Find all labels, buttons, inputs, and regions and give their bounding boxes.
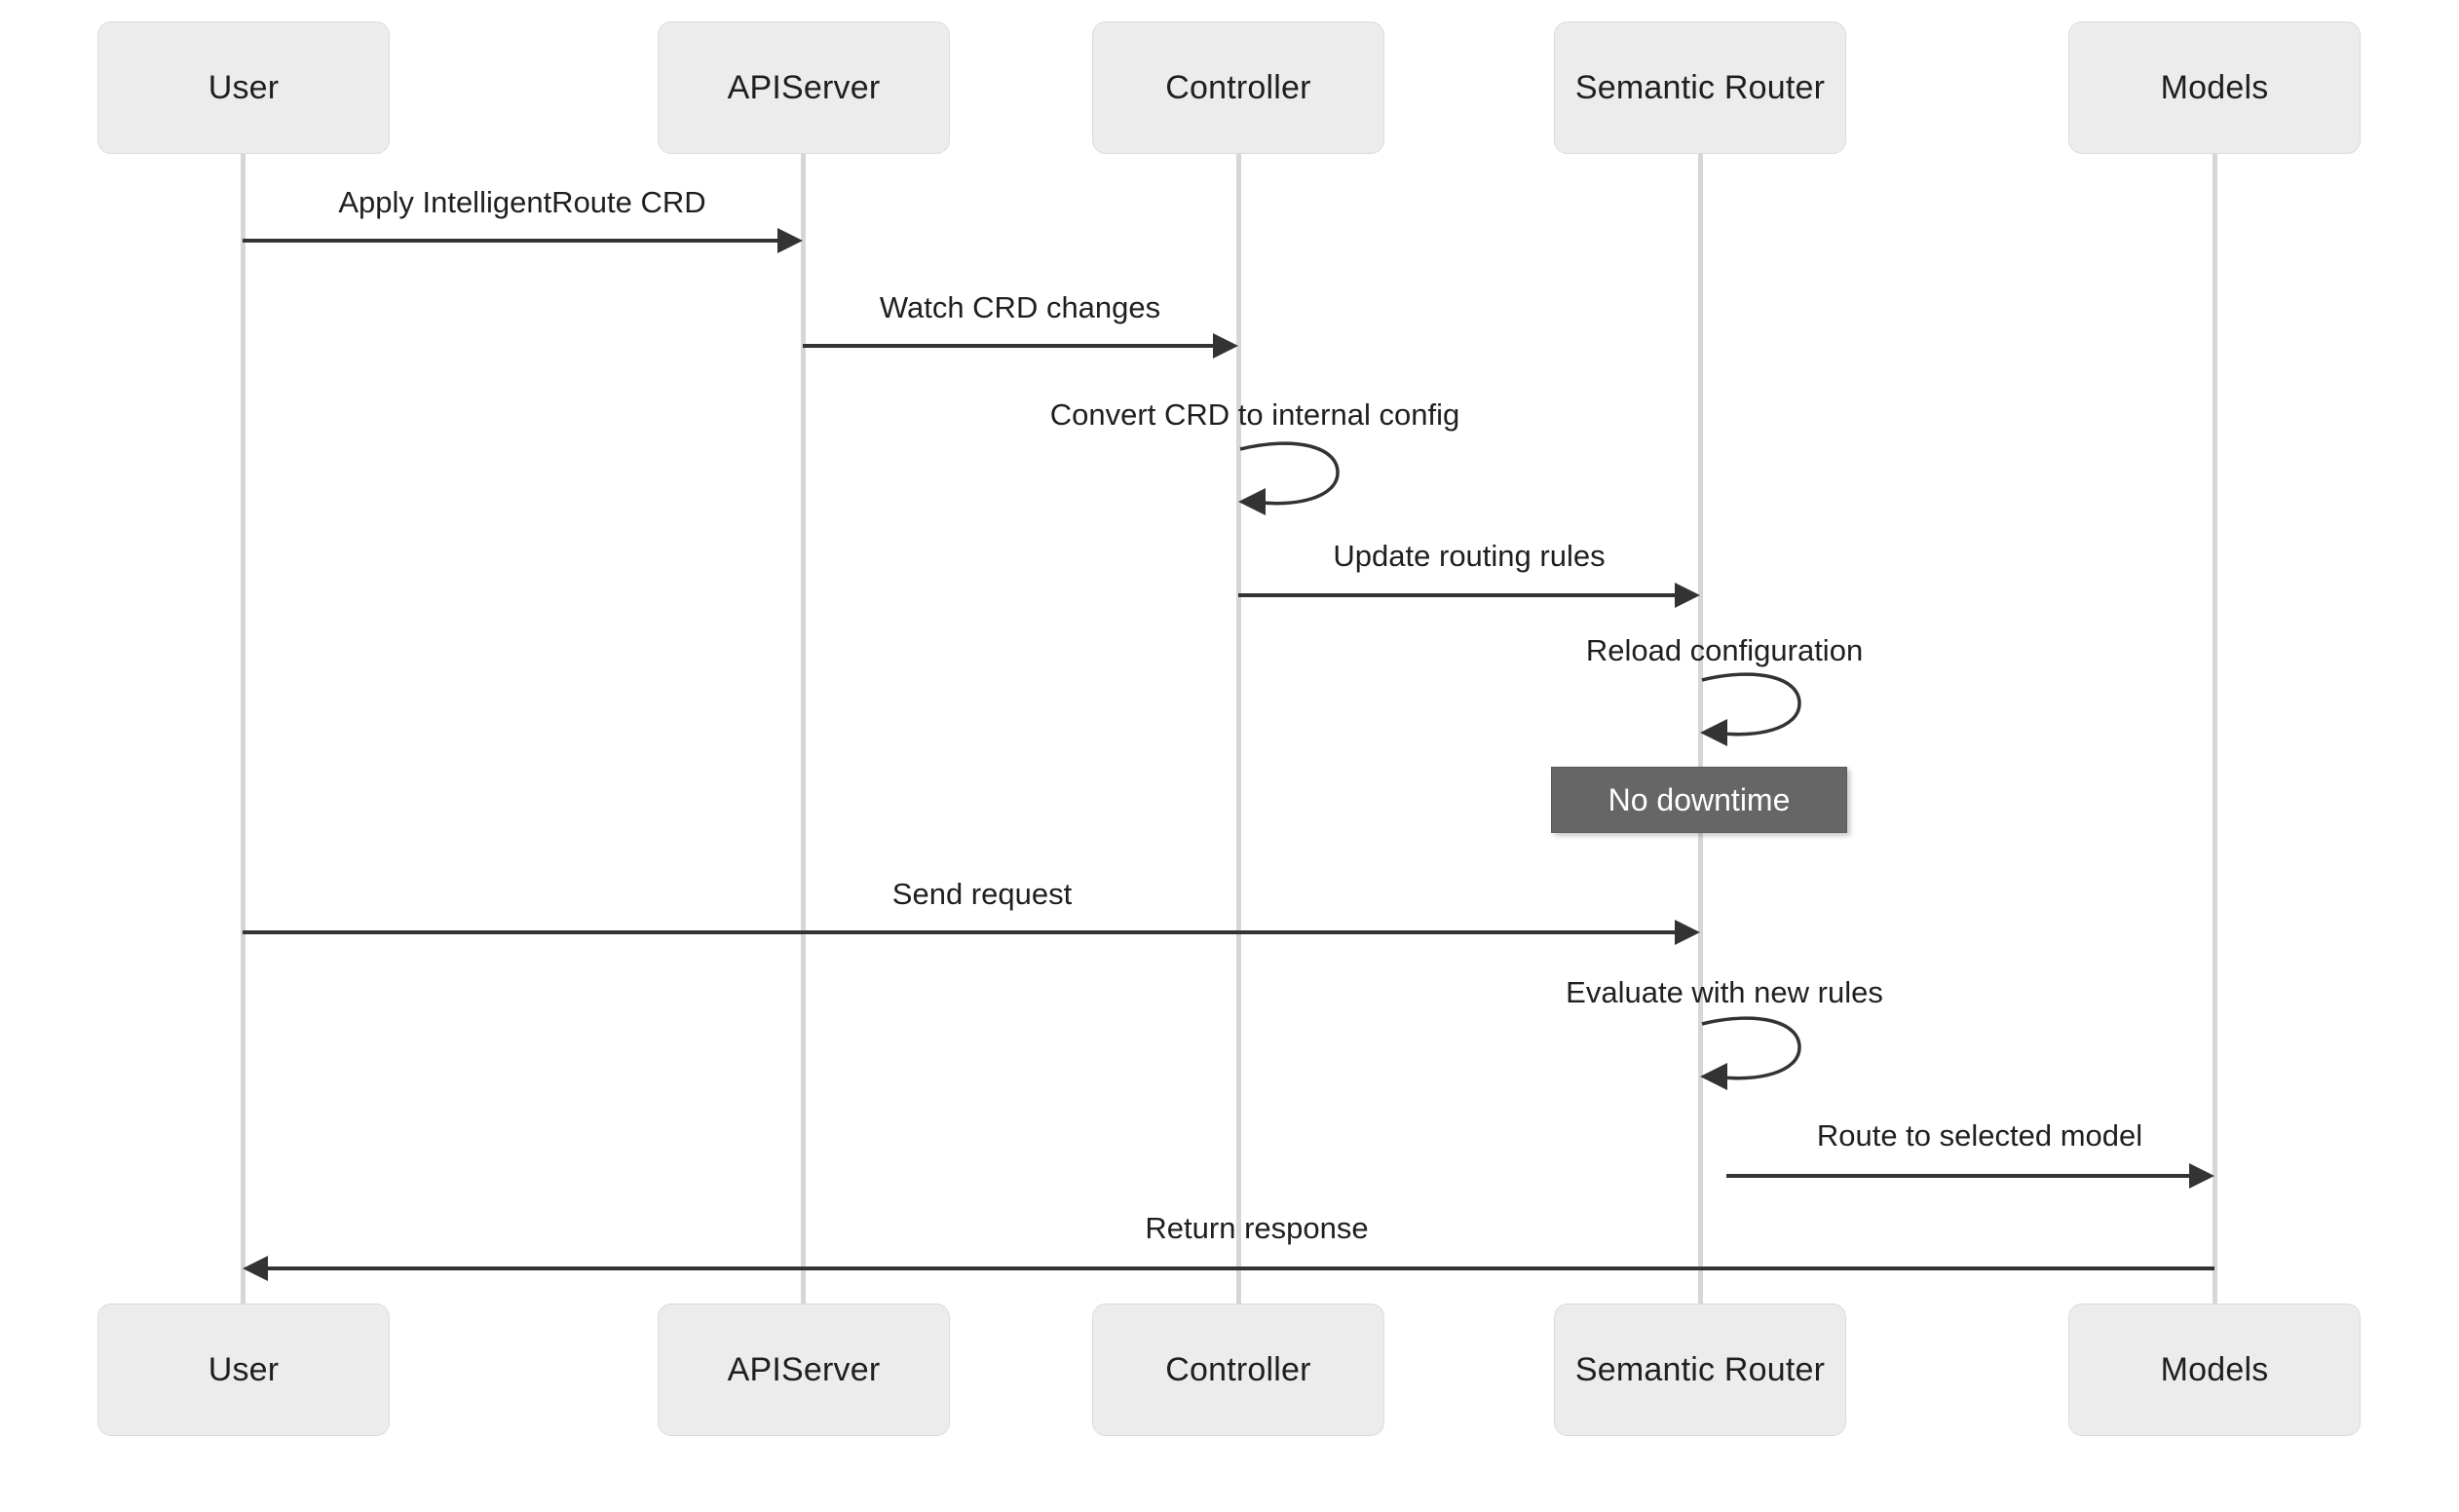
arrow-line bbox=[243, 239, 777, 243]
participant-bottom-router[interactable]: Semantic Router bbox=[1554, 1304, 1846, 1436]
participant-label: APIServer bbox=[727, 1350, 881, 1388]
participant-label: Controller bbox=[1165, 68, 1311, 106]
message-label-apply-intelligentroute-crd: Apply IntelligentRoute CRD bbox=[338, 185, 706, 219]
message-label-watch-crd-changes: Watch CRD changes bbox=[879, 290, 1161, 324]
message-label-reload-configuration: Reload configuration bbox=[1585, 633, 1864, 667]
participant-bottom-user[interactable]: User bbox=[97, 1304, 390, 1436]
arrow-line bbox=[803, 344, 1213, 348]
participant-label: Semantic Router bbox=[1574, 1350, 1826, 1388]
arrowhead-right-icon bbox=[1675, 583, 1700, 608]
lifeline-user bbox=[241, 154, 246, 1305]
arrowhead-right-icon bbox=[1213, 333, 1238, 359]
loop-path bbox=[1701, 672, 1801, 737]
message-label-evaluate-with-new-rules: Evaluate with new rules bbox=[1566, 975, 1883, 1009]
participant-top-controller[interactable]: Controller bbox=[1092, 21, 1384, 154]
message-label-return-response: Return response bbox=[1145, 1211, 1369, 1245]
arrow-line bbox=[268, 1266, 2214, 1270]
arrow-line bbox=[243, 930, 1675, 934]
lifeline-apiserver bbox=[801, 154, 806, 1305]
arrowhead-right-icon bbox=[777, 228, 803, 253]
arrow-line bbox=[1726, 1174, 2189, 1178]
participant-label: Semantic Router bbox=[1574, 68, 1826, 106]
lifeline-models bbox=[2213, 154, 2217, 1305]
message-label-convert-crd-to-internal-config: Convert CRD to internal config bbox=[1049, 397, 1460, 432]
participant-bottom-controller[interactable]: Controller bbox=[1092, 1304, 1384, 1436]
participant-top-apiserver[interactable]: APIServer bbox=[658, 21, 950, 154]
note-label: No downtime bbox=[1608, 781, 1791, 817]
loop-path bbox=[1239, 441, 1340, 506]
arrowhead-right-icon bbox=[2189, 1163, 2214, 1189]
message-selfloop-reload-configuration[interactable] bbox=[1700, 672, 1827, 760]
lifeline-router bbox=[1698, 154, 1703, 1305]
participant-label: Models bbox=[2160, 68, 2269, 106]
message-label-send-request: Send request bbox=[891, 877, 1073, 911]
message-selfloop-convert-crd-to-internal-config[interactable] bbox=[1238, 441, 1365, 529]
participant-bottom-apiserver[interactable]: APIServer bbox=[658, 1304, 950, 1436]
participant-label: Models bbox=[2160, 1350, 2269, 1388]
arrowhead-left-icon bbox=[1700, 1063, 1727, 1090]
participant-top-models[interactable]: Models bbox=[2068, 21, 2361, 154]
arrowhead-left-icon bbox=[1700, 719, 1727, 746]
participant-label: APIServer bbox=[727, 68, 881, 106]
message-label-update-routing-rules: Update routing rules bbox=[1333, 539, 1606, 573]
participant-label: User bbox=[208, 1350, 280, 1388]
note-no-downtime[interactable]: No downtime bbox=[1551, 767, 1847, 833]
arrow-line bbox=[1238, 593, 1675, 597]
message-selfloop-evaluate-with-new-rules[interactable] bbox=[1700, 1016, 1827, 1104]
arrowhead-left-icon bbox=[243, 1256, 268, 1281]
participant-top-router[interactable]: Semantic Router bbox=[1554, 21, 1846, 154]
participant-label: User bbox=[208, 68, 280, 106]
participant-bottom-models[interactable]: Models bbox=[2068, 1304, 2361, 1436]
lifeline-controller bbox=[1236, 154, 1241, 1305]
arrowhead-right-icon bbox=[1675, 920, 1700, 945]
participant-top-user[interactable]: User bbox=[97, 21, 390, 154]
participant-label: Controller bbox=[1165, 1350, 1311, 1388]
message-label-route-to-selected-model: Route to selected model bbox=[1816, 1118, 2143, 1153]
loop-path bbox=[1701, 1016, 1801, 1080]
arrowhead-left-icon bbox=[1238, 488, 1266, 515]
